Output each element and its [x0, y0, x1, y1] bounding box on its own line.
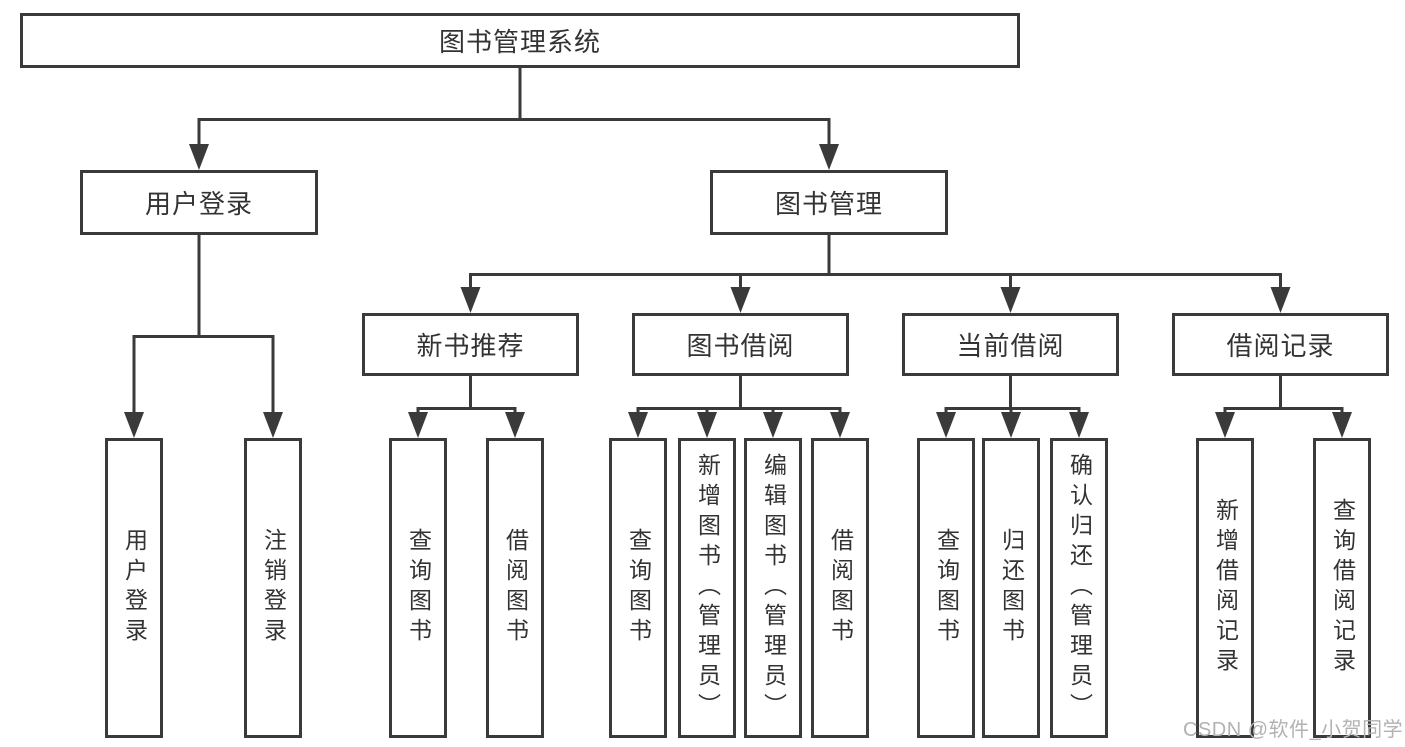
leaf-add-books-admin-label: 新增图书（管理员）	[694, 453, 721, 723]
book-borrowing-label: 图书借阅	[686, 331, 795, 361]
leaf-borrow-books-borrowing-label: 借阅图书	[827, 528, 854, 648]
node-current-borrowing: 当前借阅	[902, 313, 1119, 376]
leaf-query-borrow-record: 查询借阅记录	[1313, 438, 1371, 738]
leaf-borrow-books-recommend: 借阅图书	[486, 438, 544, 738]
current-borrowing-label: 当前借阅	[956, 331, 1065, 361]
connector-borrowing-records-to-leaves	[1215, 375, 1352, 438]
leaf-add-borrow-record-label: 新增借阅记录	[1212, 498, 1239, 678]
leaf-query-books-borrowing: 查询图书	[609, 438, 667, 738]
leaf-logout-login-label: 注销登录	[260, 528, 287, 648]
leaf-user-login: 用户登录	[105, 438, 163, 738]
node-book-borrowing: 图书借阅	[632, 313, 849, 376]
connector-user-login-to-leaves	[124, 235, 283, 438]
leaf-query-borrow-record-label: 查询借阅记录	[1329, 498, 1356, 678]
leaf-query-books-current-label: 查询图书	[933, 528, 960, 648]
leaf-add-borrow-record: 新增借阅记录	[1196, 438, 1254, 738]
leaf-query-books-recommend-label: 查询图书	[405, 528, 432, 648]
connector-book-management-to-level3	[460, 235, 1291, 313]
user-login-label: 用户登录	[144, 189, 253, 219]
leaf-query-books-recommend: 查询图书	[389, 438, 447, 738]
leaf-edit-books-admin: 编辑图书（管理员）	[744, 438, 802, 738]
leaf-add-books-admin: 新增图书（管理员）	[678, 438, 736, 738]
leaf-edit-books-admin-label: 编辑图书（管理员）	[760, 453, 787, 723]
leaf-confirm-return-admin-label: 确认归还（管理员）	[1066, 453, 1093, 723]
connector-root-to-level2	[189, 68, 839, 170]
new-book-recommend-label: 新书推荐	[416, 331, 525, 361]
connector-book-borrowing-to-leaves	[628, 376, 850, 438]
root-label: 图书管理系统	[438, 27, 601, 57]
node-user-login: 用户登录	[80, 170, 318, 235]
leaf-query-books-borrowing-label: 查询图书	[625, 528, 652, 648]
node-root: 图书管理系统	[20, 13, 1020, 68]
leaf-return-books: 归还图书	[982, 438, 1040, 738]
leaf-confirm-return-admin: 确认归还（管理员）	[1050, 438, 1108, 738]
leaf-borrow-books-borrowing: 借阅图书	[811, 438, 869, 738]
book-management-label: 图书管理	[774, 189, 883, 219]
node-book-management: 图书管理	[710, 170, 948, 235]
leaf-logout-login: 注销登录	[244, 438, 302, 738]
leaf-borrow-books-recommend-label: 借阅图书	[502, 528, 529, 648]
leaf-return-books-label: 归还图书	[998, 528, 1025, 648]
node-borrowing-records: 借阅记录	[1172, 313, 1389, 376]
leaf-query-books-current: 查询图书	[917, 438, 975, 738]
connector-new-book-recommend-to-leaves	[408, 376, 525, 438]
node-new-book-recommend: 新书推荐	[362, 313, 579, 376]
borrowing-records-label: 借阅记录	[1226, 331, 1335, 361]
leaf-user-login-label: 用户登录	[121, 528, 148, 648]
watermark: CSDN @软件_小贺同学	[1183, 719, 1404, 741]
connector-current-borrowing-to-leaves	[936, 376, 1089, 438]
